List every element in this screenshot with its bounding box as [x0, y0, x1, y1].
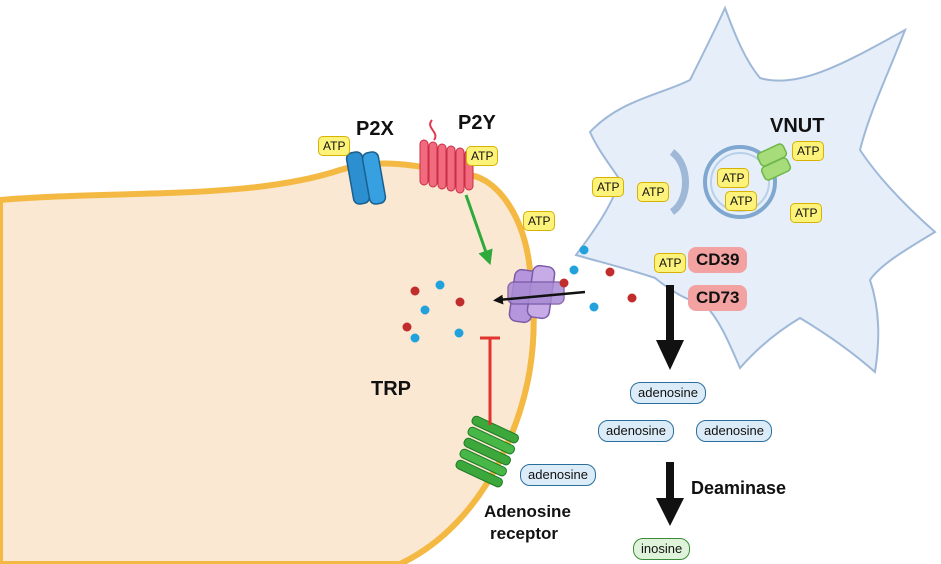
ion-red	[402, 322, 412, 332]
p2y-label: P2Y	[458, 112, 496, 134]
cd39-enzyme: CD39	[688, 247, 748, 273]
atp-molecule: ATP	[790, 203, 823, 223]
inosine-molecule: inosine	[633, 538, 691, 560]
adenosine-receptor-label-line1: Adenosine	[484, 502, 571, 521]
adenosine-receptor-icon	[455, 415, 519, 488]
p2x-receptor-icon	[345, 151, 387, 205]
adenosine-receptor-label-line2: receptor	[490, 524, 559, 543]
atp-molecule: ATP	[523, 211, 556, 231]
exocytosis-fusion-site	[669, 149, 689, 215]
ion-blue	[420, 305, 430, 315]
ion-red	[605, 267, 615, 277]
adenosine-molecule-bound: adenosine	[520, 464, 596, 486]
ion-red	[455, 297, 465, 307]
atp-molecule: ATP	[637, 182, 670, 202]
trp-label: TRP	[371, 378, 411, 400]
ion-influx-arrow	[493, 290, 586, 305]
ion-blue	[589, 302, 599, 312]
ion-red	[410, 286, 420, 296]
ion-blue	[579, 245, 589, 255]
ion-blue	[435, 280, 445, 290]
adenosine-inhibition-line	[480, 336, 500, 425]
adenosine-molecule: adenosine	[630, 382, 706, 404]
cd73-enzyme: CD73	[688, 285, 748, 311]
atp-molecule: ATP	[725, 191, 758, 211]
atp-molecule: ATP	[466, 146, 499, 166]
deaminase-label: Deaminase	[691, 478, 787, 498]
adenosine-molecule: adenosine	[696, 420, 772, 442]
atp-molecule: ATP	[717, 168, 750, 188]
vnut-transporter	[756, 143, 792, 181]
ion-red	[627, 293, 637, 303]
atp-molecule: ATP	[792, 141, 825, 161]
adenosine-molecule: adenosine	[598, 420, 674, 442]
p2x-label: P2X	[356, 118, 394, 140]
ion-blue	[569, 265, 579, 275]
vnut-label: VNUT	[770, 115, 825, 137]
p2y-activation-arrow	[464, 194, 493, 266]
atp-molecule: ATP	[592, 177, 625, 197]
neuron-body	[0, 160, 537, 564]
atp-molecule: ATP	[318, 136, 351, 156]
deaminase-conversion-arrow	[656, 462, 684, 526]
ion-blue	[454, 328, 464, 338]
ion-red	[559, 278, 569, 288]
atp-molecule: ATP	[654, 253, 687, 273]
ions	[402, 245, 637, 343]
cd39-cd73-conversion-arrow	[656, 285, 684, 370]
ion-blue	[410, 333, 420, 343]
